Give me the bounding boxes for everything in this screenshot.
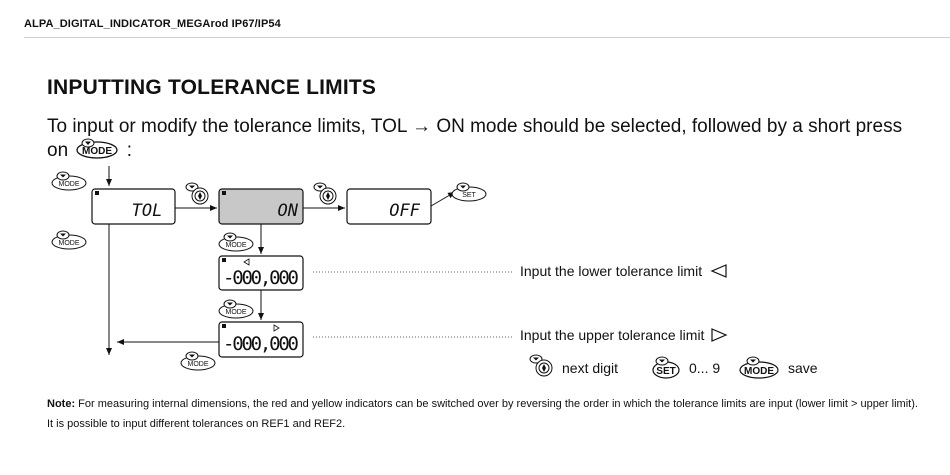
svg-text:-000,000: -000,000 (223, 267, 299, 289)
legend-save: save (788, 360, 818, 376)
note-label: Note: (47, 398, 76, 410)
off-to-set-arrow (430, 191, 456, 207)
svg-text:MODE: MODE (59, 240, 80, 247)
legend-digits: 0... 9 (689, 360, 721, 376)
mode-button-icon: MODE (75, 138, 119, 166)
mode-button-icon: MODE (218, 299, 254, 319)
nav-button-icon (185, 182, 209, 205)
mode-button-icon: MODE (218, 232, 254, 252)
lower-limit-display: -000,000 (218, 255, 304, 291)
nav-button-icon (313, 182, 337, 205)
mode-button-icon: MODE (51, 171, 87, 191)
upper-limit-display: -000,000 (218, 321, 304, 358)
svg-text:MODE: MODE (226, 309, 247, 316)
lower-triangle-icon (710, 264, 727, 278)
svg-text:OFF: OFF (389, 201, 420, 221)
upper-triangle-icon (711, 328, 728, 342)
svg-text:SET: SET (656, 366, 675, 377)
intro-text: To input or modify the tolerance limits,… (47, 116, 903, 161)
svg-text:MODE: MODE (226, 242, 247, 249)
tol-display: TOL (91, 188, 176, 225)
upper-limit-label: Input the upper tolerance limit (520, 327, 705, 343)
svg-text:MODE: MODE (188, 361, 209, 368)
on-display: ON (218, 188, 304, 225)
svg-text:MODE: MODE (82, 146, 112, 157)
header-rule (24, 37, 950, 38)
svg-text:TOL: TOL (132, 201, 163, 221)
note-paragraph: Note: For measuring internal dimensions,… (47, 394, 927, 434)
svg-text:MODE: MODE (744, 366, 774, 377)
document-header: ALPA_DIGITAL_INDICATOR_MEGArod IP67/IP54 (24, 18, 281, 30)
off-display: OFF (346, 188, 432, 225)
set-button-icon: SET (652, 356, 680, 379)
intro-paragraph: To input or modify the tolerance limits,… (47, 115, 907, 166)
intro-colon: : (126, 140, 132, 161)
mode-button-icon: MODE (51, 230, 87, 250)
legend-next-digit: next digit (562, 360, 619, 376)
svg-text:MODE: MODE (59, 181, 80, 188)
nav-button-icon (529, 354, 553, 377)
svg-text:SET: SET (462, 192, 476, 199)
mode-button-icon: MODE (739, 356, 779, 379)
section-title: INPUTTING TOLERANCE LIMITS (47, 76, 377, 99)
note-text: For measuring internal dimensions, the r… (47, 398, 918, 430)
svg-text:ON: ON (278, 201, 299, 221)
mode-button-icon: MODE (180, 351, 216, 371)
svg-text:-000,000: -000,000 (223, 333, 299, 355)
lower-limit-label: Input the lower tolerance limit (520, 263, 703, 279)
set-button-icon: SET (451, 182, 487, 202)
